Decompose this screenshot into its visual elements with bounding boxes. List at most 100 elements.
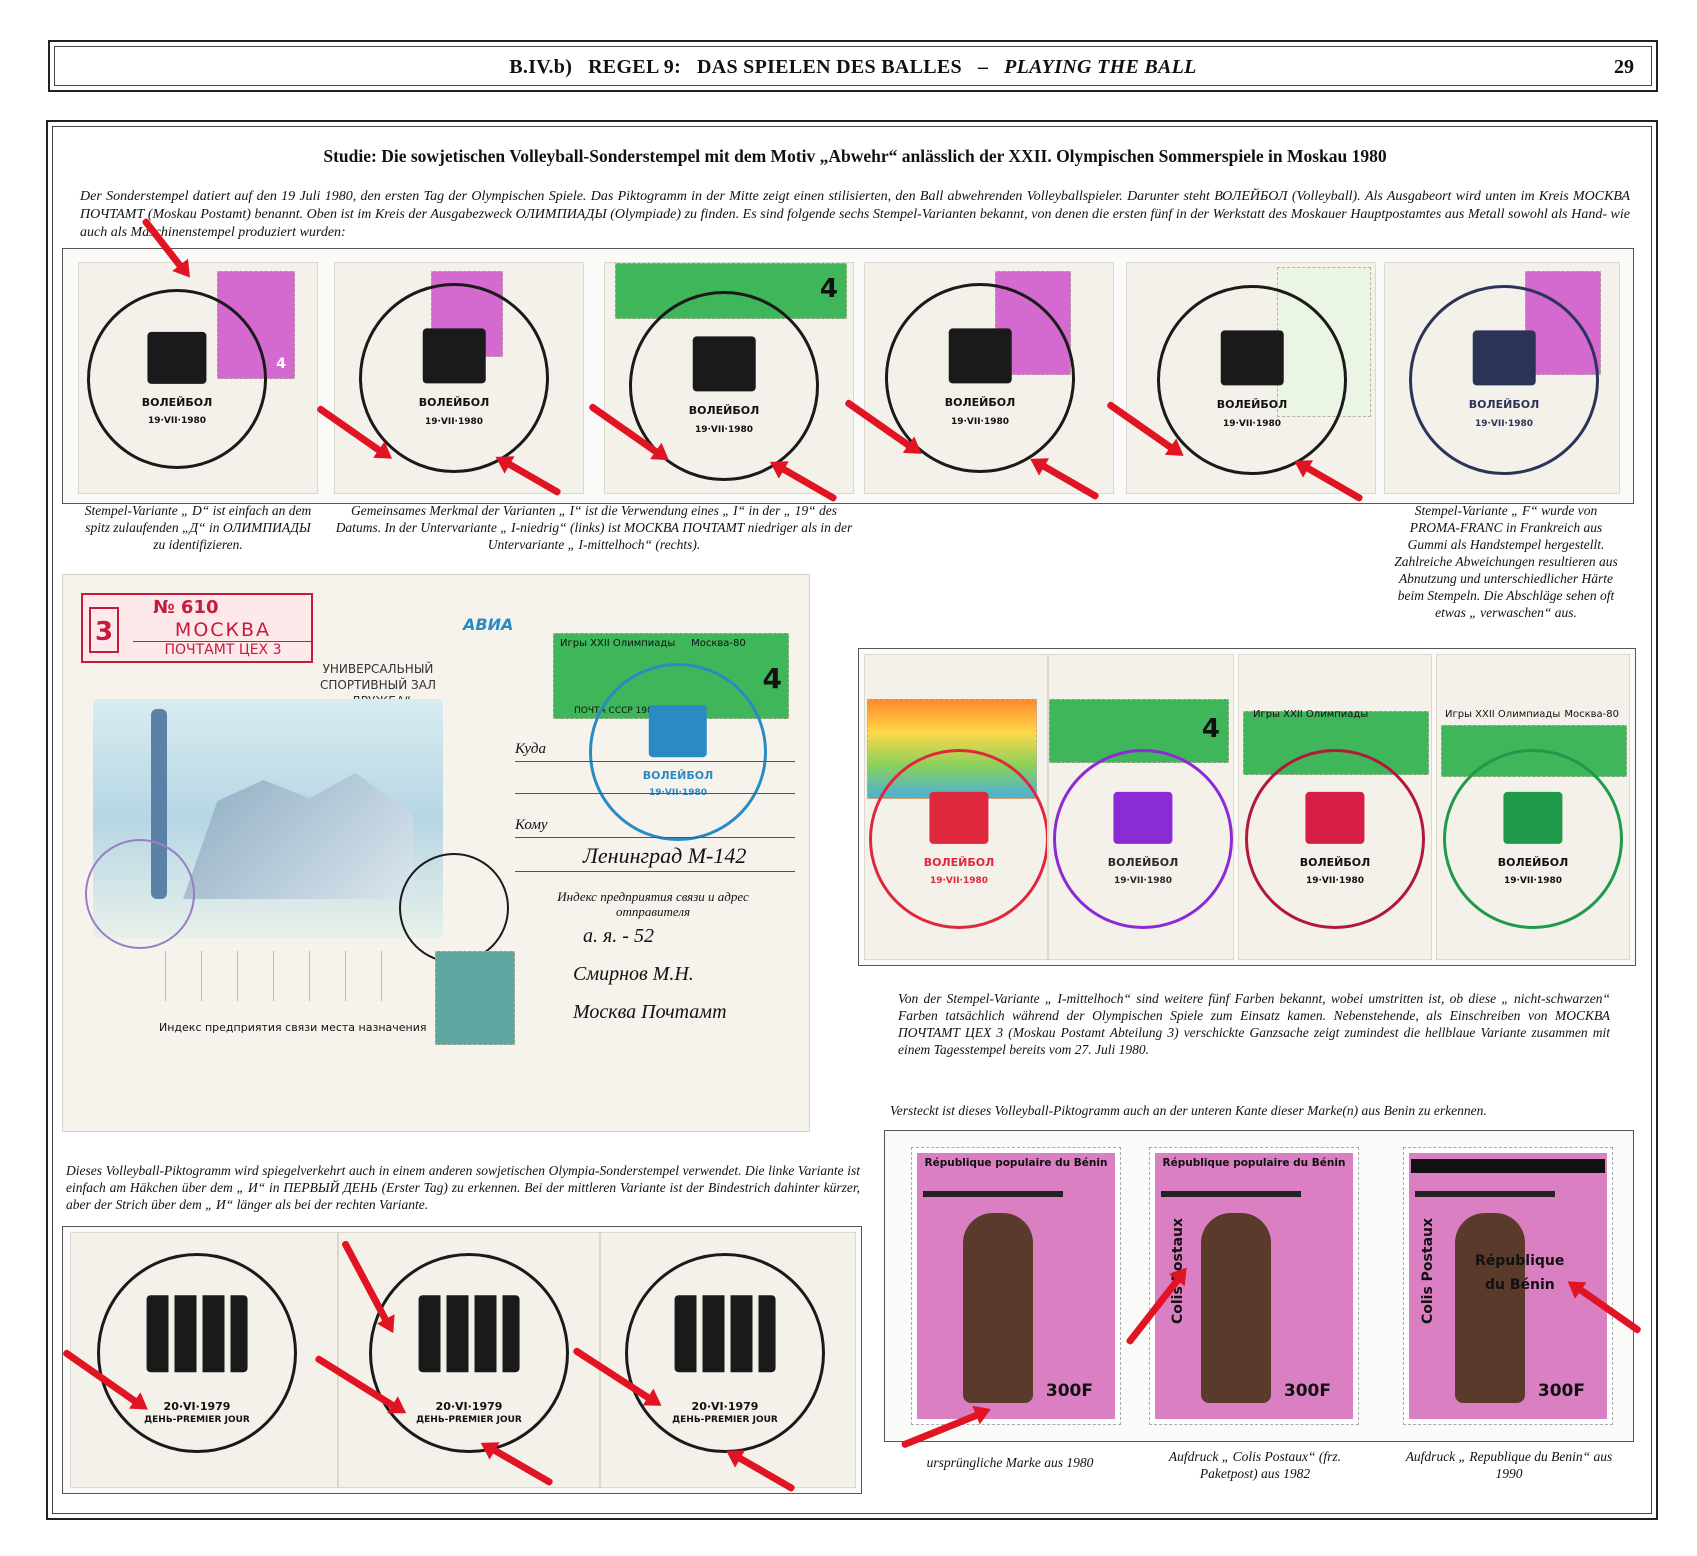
postmark-date: 19·VII·1980 xyxy=(1503,875,1563,886)
volleyball-pictogram-icon xyxy=(648,705,708,758)
caption-variant-d: Stempel-Variante „ D“ ist einfach an dem… xyxy=(84,503,312,552)
postmark-date: 19·VII·1980 xyxy=(1474,418,1534,429)
mirror-text: ДЕНЬ-PREMIER JOUR xyxy=(416,1415,522,1426)
postmark-date: 19·VII·1980 xyxy=(694,424,754,435)
study-title: Studie: Die sowjetischen Volleyball-Sond… xyxy=(323,146,1387,166)
green-stamp-value: 4 xyxy=(819,274,838,304)
obliterated-country-bar xyxy=(1411,1159,1605,1173)
postmark-mirror-right: 20·VI·1979 ДЕНЬ-PREMIER JOUR xyxy=(625,1253,825,1453)
postmark-date: 19·VII·1980 xyxy=(1305,875,1365,886)
registration-label: 3 № 610 МОСКВА ПОЧТАМТ ЦЕХ 3 xyxy=(81,593,313,663)
benin-value: 300F xyxy=(1537,1381,1585,1401)
caption-variant-i-low: Gemeinsames Merkmal der Varianten „ I“ i… xyxy=(335,503,853,552)
postmark-date: 19·VII·1980 xyxy=(950,416,1010,427)
overprint-republique-2: du Bénin xyxy=(1485,1277,1555,1293)
variant-f-piece: ВОЛЕЙБОЛ 19·VII·1980 xyxy=(1384,262,1620,494)
arrival-postmark xyxy=(85,839,195,949)
mirror-piece-left: 20·VI·1979 ДЕНЬ-PREMIER JOUR xyxy=(70,1232,338,1488)
caption-variant-f: Stempel-Variante „ F“ wurde von PROMA-FR… xyxy=(1394,503,1618,620)
postmark-label: ВОЛЕЙБОЛ xyxy=(1216,398,1288,412)
komu-label: Кому xyxy=(515,817,548,833)
postmark-label: ВОЛЕЙБОЛ xyxy=(1468,398,1540,412)
green-postmark-piece: Игры XXII Олимпиады Москва-80 ВОЛЕЙБОЛ 1… xyxy=(1436,654,1630,960)
olymp-header: Игры XXII Олимпиады xyxy=(1445,709,1561,720)
variant-d-piece: 4 ВОЛЕЙБОЛ 19·VII·1980 xyxy=(78,262,318,494)
date-postmark xyxy=(399,853,509,963)
postmark-variant-i-mid-2: ВОЛЕЙБОЛ 19·VII·1980 xyxy=(1157,285,1347,475)
postmark-date: 19·VII·1980 xyxy=(929,875,989,886)
barbell-icon xyxy=(923,1191,1063,1197)
caption-benin-intro: Versteckt ist dieses Volleyball-Piktogra… xyxy=(890,1103,1487,1118)
olympic-pictograms-icon xyxy=(418,1294,520,1373)
caption-colors: Von der Stempel-Variante „ I-mittelhoch“… xyxy=(898,991,1610,1057)
volleyball-pictogram-icon xyxy=(948,328,1012,384)
definitive-stamp xyxy=(435,951,515,1045)
postmark-green: ВОЛЕЙБОЛ 19·VII·1980 xyxy=(1443,749,1623,929)
mirror-piece-middle: 20·VI·1979 ДЕНЬ-PREMIER JOUR xyxy=(338,1232,600,1488)
postmark-red: ВОЛЕЙБОЛ 19·VII·1980 xyxy=(869,749,1047,929)
avia-label: АВИА xyxy=(463,615,514,634)
postmark-variant-1-high: ВОЛЕЙБОЛ 19·VII·1980 xyxy=(885,283,1075,473)
album-frame xyxy=(46,120,1658,1520)
volleyball-pictogram-icon xyxy=(692,336,756,392)
volleyball-pictogram-icon xyxy=(1113,792,1173,845)
overprint-colis: Colis Postaux xyxy=(1420,1217,1437,1325)
postmark-dark-red: ВОЛЕЙБОЛ 19·VII·1980 xyxy=(1245,749,1425,929)
postmark-variant-f: ВОЛЕЙБОЛ 19·VII·1980 xyxy=(1409,285,1599,475)
postmark-label: ВОЛЕЙБОЛ xyxy=(1299,856,1371,870)
addressee-text: Ленинград М-142 xyxy=(583,843,747,868)
mirror-date: 20·VI·1979 xyxy=(691,1399,759,1413)
benin-country: République populaire du Bénin xyxy=(924,1157,1108,1169)
benin-value: 300F xyxy=(1283,1381,1331,1401)
benin-stamp-colis: République populaire du Bénin Colis Post… xyxy=(1149,1147,1359,1425)
benin-value: 300F xyxy=(1045,1381,1093,1401)
index-label: Индекс предприятия связи места назначени… xyxy=(159,1021,427,1034)
barbell-icon xyxy=(1161,1191,1301,1197)
caption-benin-colis: Aufdruck „ Colis Postaux“ (frz. Paketpos… xyxy=(1168,1449,1342,1481)
page-number: 29 xyxy=(1614,56,1634,78)
header-title-en: PLAYING THE BALL xyxy=(1004,56,1197,78)
reg-number: № 610 xyxy=(153,597,219,618)
volleyball-pictogram-icon xyxy=(1503,792,1563,845)
variant-1-high-piece-right: ВОЛЕЙБОЛ 19·VII·1980 xyxy=(1126,262,1376,494)
address-line xyxy=(515,871,795,872)
header-title-de: DAS SPIELEN DES BALLES xyxy=(696,56,962,78)
address-line xyxy=(515,761,795,762)
postmark-date: 19·VII·1980 xyxy=(147,415,207,426)
volleyball-pictogram-icon xyxy=(1220,330,1284,386)
ussr-stamp-value: 4 xyxy=(276,356,286,372)
address-line xyxy=(515,793,795,794)
postmark-label: ВОЛЕЙБОЛ xyxy=(418,396,490,410)
postmark-date: 19·VII·1980 xyxy=(1113,875,1173,886)
postmark-variant-i-low: ВОЛЕЙБОЛ 19·VII·1980 xyxy=(359,283,549,473)
postmark-label: ВОЛЕЙБОЛ xyxy=(944,396,1016,410)
weightlifter-icon xyxy=(1455,1213,1525,1403)
caption-mirror: Dieses Volleyball-Piktogramm wird spiege… xyxy=(66,1163,860,1212)
header-title: B.IV.b) REGEL 9: DAS SPIELEN DES BALLES … xyxy=(50,56,1656,79)
volleyball-pictogram-icon xyxy=(1472,330,1536,386)
mirror-date: 20·VI·1979 xyxy=(435,1399,503,1413)
olymp-header: Игры XXII Олимпиады xyxy=(1253,709,1369,720)
arena-building xyxy=(183,773,413,899)
olympic-pictograms-icon xyxy=(146,1294,248,1373)
postal-cover: 3 № 610 МОСКВА ПОЧТАМТ ЦЕХ 3 АВИА УНИВЕР… xyxy=(62,574,810,1132)
postmark-variant-d: ВОЛЕЙБОЛ 19·VII·1980 xyxy=(87,289,267,469)
reg-office: ПОЧТАМТ ЦЕХ 3 xyxy=(133,641,313,658)
postmark-light-blue: ВОЛЕЙБОЛ 19·VII·1980 xyxy=(589,663,767,841)
weightlifter-icon xyxy=(1201,1213,1271,1403)
mirror-text: ДЕНЬ-PREMIER JOUR xyxy=(672,1415,778,1426)
variant-i-low-piece-left: ВОЛЕЙБОЛ 19·VII·1980 xyxy=(334,262,584,494)
olympic-pictograms-icon xyxy=(674,1294,776,1373)
postmark-label: ВОЛЕЙБОЛ xyxy=(688,404,760,418)
index-boxes xyxy=(159,951,409,1001)
green-stamp-value: 4 xyxy=(1201,714,1220,744)
benin-country: République populaire du Bénin xyxy=(1162,1157,1346,1169)
kuda-label: Куда xyxy=(515,741,547,757)
sender-line-1: а. я. - 52 xyxy=(583,925,654,947)
weightlifter-icon xyxy=(963,1213,1033,1403)
barbell-icon xyxy=(1415,1191,1555,1197)
cover-stamp-header: Игры XXII Олимпиады Москва-80 xyxy=(560,638,746,649)
intro-text: Der Sonderstempel datiert auf den 19 Jul… xyxy=(80,189,1630,240)
address-line xyxy=(515,837,795,838)
overprint-republique-1: République xyxy=(1475,1253,1565,1269)
